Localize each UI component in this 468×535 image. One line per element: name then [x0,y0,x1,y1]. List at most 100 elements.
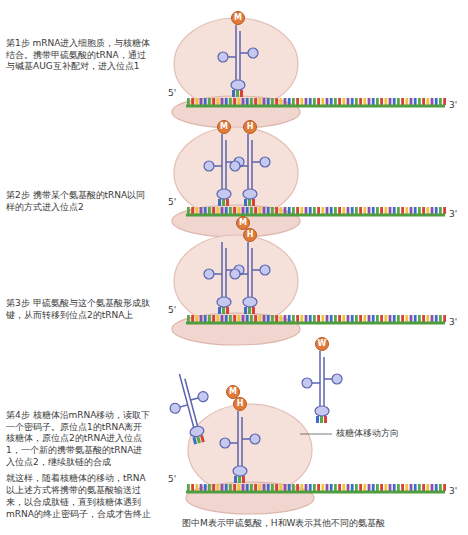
mrna-base [296,315,299,322]
strand-end-label: 3' [449,486,457,498]
mrna-base [439,207,442,214]
mrna-base [221,484,224,491]
mrna-base [321,98,324,105]
mrna-backbone [186,105,445,108]
mrna-base [216,315,219,322]
mrna-base [250,315,253,322]
mrna-base [414,315,417,322]
mrna-base [359,484,362,491]
mrna-base [216,484,219,491]
mrna-base [263,98,266,105]
mrna-base [443,484,446,491]
mrna-base [212,98,215,105]
mrna-base [384,98,387,105]
mrna-base [393,98,396,105]
mrna-base [305,98,308,105]
mrna-base [267,484,270,491]
mrna-base [208,315,211,322]
mrna-base [401,207,404,214]
mrna-base [435,98,438,105]
mrna-base [271,98,274,105]
mrna-base [422,484,425,491]
mrna-base [292,98,295,105]
mrna-base [401,98,404,105]
mrna-base [443,207,446,214]
strand-end-label: 5' [168,474,176,486]
strand-end-label: 5' [168,197,176,209]
mrna-base [267,98,270,105]
mrna-base [258,207,261,214]
mrna-base [418,315,421,322]
mrna-base [313,98,316,105]
mrna-base [271,484,274,491]
amino-acid-label: M [237,217,249,229]
mrna-base [305,484,308,491]
mrna-base [242,484,245,491]
mrna-base [216,98,219,105]
ribosome-small-subunit [172,205,300,237]
amino-acid-label: M [227,386,239,398]
mrna-base [326,315,329,322]
mrna-base [334,484,337,491]
mrna-base [418,207,421,214]
trna-molecule [230,134,270,206]
mrna-base [443,315,446,322]
mrna-base [372,315,375,322]
mrna-base [338,484,341,491]
mrna-base [313,207,316,214]
mrna-base [380,315,383,322]
mrna-base [195,315,198,322]
summary-text: 就这样，随着核糖体的移动，tRNA以上述方式将携带的氨基酸输送过来，以合成肽链，… [6,473,151,520]
mrna-base [347,207,350,214]
mrna-base [389,98,392,105]
mrna-base [384,315,387,322]
mrna-base [212,484,215,491]
mrna-base [418,98,421,105]
mrna-base [380,207,383,214]
mrna-base [317,315,320,322]
mrna-base [246,98,249,105]
mrna-base [376,315,379,322]
mrna-base [191,484,194,491]
mrna-base [237,98,240,105]
mrna-base [363,484,366,491]
mrna-base [368,484,371,491]
amino-acid-label: W [316,338,328,350]
mrna-base [439,98,442,105]
mrna-base [212,315,215,322]
mrna-base [288,207,291,214]
mrna-base [258,315,261,322]
mrna-base [372,98,375,105]
mrna-base [296,484,299,491]
mrna-strand [186,207,446,215]
mrna-base [414,98,417,105]
strand-end-label: 5' [168,88,176,100]
amino-acid [232,12,245,25]
trna-molecule [218,25,258,97]
mrna-base [275,315,278,322]
amino-acid [234,398,247,411]
mrna-base [389,315,392,322]
mrna-base [372,484,375,491]
mrna-base [279,484,282,491]
mrna-base [389,207,392,214]
mrna-base [405,98,408,105]
amino-acid [227,386,240,399]
mrna-base [321,484,324,491]
mrna-base [426,484,429,491]
mrna-base [351,207,354,214]
mrna-base [208,207,211,214]
mrna-base [300,98,303,105]
amino-acid-label: H [244,229,256,241]
mrna-base [359,315,362,322]
mrna-base [246,315,249,322]
mrna-base [342,315,345,322]
mrna-base [426,207,429,214]
mrna-base [431,98,434,105]
mrna-base [376,484,379,491]
mrna-base [321,315,324,322]
mrna-base [309,315,312,322]
mrna-base [397,315,400,322]
mrna-base [237,484,240,491]
